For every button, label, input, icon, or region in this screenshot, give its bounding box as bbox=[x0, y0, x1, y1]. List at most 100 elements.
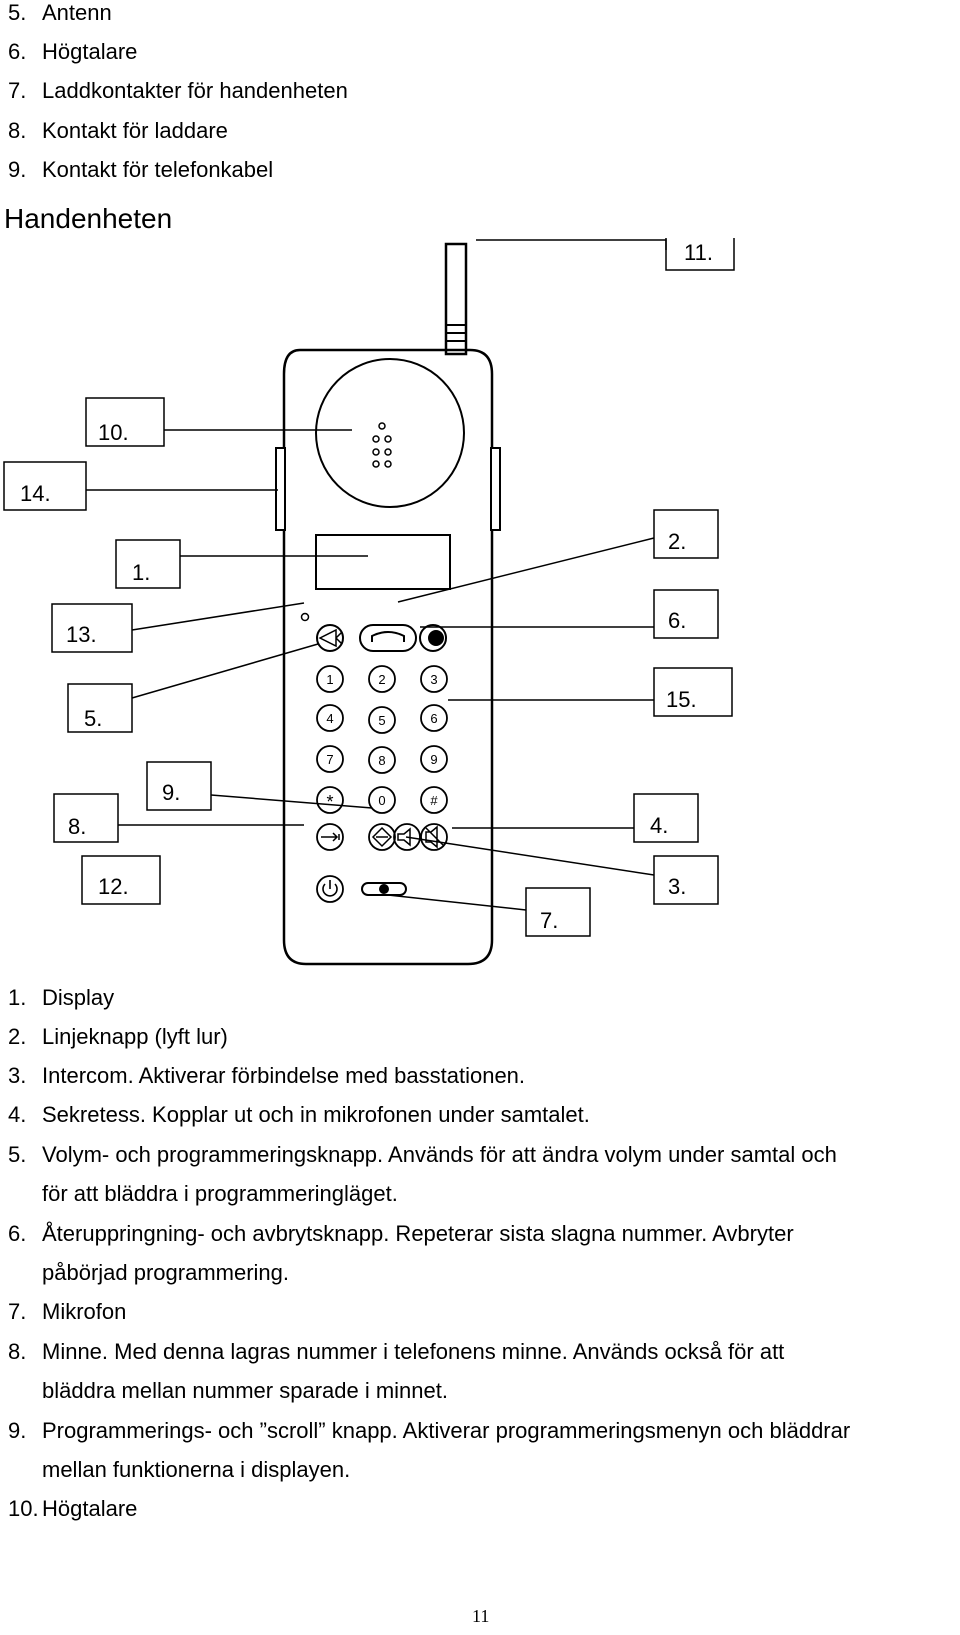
key-8[interactable] bbox=[368, 746, 396, 774]
item-text: Återuppringning- och avbrytsknapp. Repet… bbox=[42, 1221, 794, 1246]
callout-boxes bbox=[3, 238, 735, 937]
key-0-label: 0 bbox=[378, 793, 385, 808]
power-button[interactable] bbox=[316, 875, 344, 903]
list-item: 6. Återuppringning- och avbrytsknapp. Rep… bbox=[8, 1221, 794, 1247]
item-text: Mikrofon bbox=[42, 1299, 127, 1324]
item-text: Kontakt för telefonkabel bbox=[42, 157, 274, 182]
item-text: Linjeknapp (lyft lur) bbox=[42, 1024, 228, 1049]
item-number: 9. bbox=[8, 1418, 27, 1443]
item-number: 9. bbox=[8, 157, 27, 182]
callout-label-12: 12. bbox=[98, 874, 129, 899]
item-text: Intercom. Aktiverar förbindelse med bass… bbox=[42, 1063, 526, 1088]
key-6[interactable] bbox=[420, 704, 448, 732]
intercom-button[interactable] bbox=[393, 823, 421, 851]
leader-lines bbox=[86, 239, 667, 911]
line-button[interactable] bbox=[359, 624, 417, 652]
key-5[interactable] bbox=[368, 706, 396, 734]
list-item-continuation: för att bläddra i programmeringläget. bbox=[42, 1181, 398, 1206]
item-text: Programmerings- och ”scroll” knapp. Akti… bbox=[42, 1418, 851, 1443]
key-hash-label: # bbox=[430, 793, 438, 808]
key-5-label: 5 bbox=[378, 713, 385, 728]
callout-label-3: 3. bbox=[668, 874, 686, 899]
callout-label-14: 14. bbox=[20, 481, 51, 506]
list-item: 7. Laddkontakter för handenheten bbox=[8, 78, 348, 104]
callout-label-1: 1. bbox=[132, 560, 150, 585]
key-0[interactable] bbox=[368, 786, 396, 814]
item-text: Display bbox=[42, 985, 115, 1010]
list-item: 5.Antenn bbox=[8, 0, 112, 26]
microphone-hole bbox=[300, 612, 310, 622]
key-7-label: 7 bbox=[326, 752, 333, 767]
antenna-icon bbox=[444, 242, 468, 356]
key-7[interactable] bbox=[316, 745, 344, 773]
callout-label-13: 13. bbox=[66, 622, 97, 647]
list-item: 1.Display bbox=[8, 985, 114, 1011]
item-text: Laddkontakter för handenheten bbox=[42, 78, 348, 103]
keypad bbox=[316, 665, 448, 814]
item-text: Volym- och programmeringsknapp. Används … bbox=[42, 1142, 837, 1167]
callout-label-9: 9. bbox=[162, 780, 180, 805]
item-number: 5. bbox=[8, 1142, 27, 1167]
list-item: 9. Programmerings- och ”scroll” knapp. Ak… bbox=[8, 1418, 850, 1444]
list-item: 6.Högtalare bbox=[8, 39, 137, 65]
item-text: Antenn bbox=[42, 0, 112, 25]
list-item: 3. Intercom. Aktiverar förbindelse med ba… bbox=[8, 1063, 525, 1089]
item-number: 7. bbox=[8, 1299, 27, 1324]
callout-box-11 bbox=[665, 238, 735, 271]
item-text: Minne. Med denna lagras nummer i telefon… bbox=[42, 1339, 785, 1364]
key-1-label: 1 bbox=[326, 672, 333, 687]
callout-label-2: 2. bbox=[668, 529, 686, 554]
item-number: 4. bbox=[8, 1102, 27, 1127]
list-item: 10.Högtalare bbox=[8, 1496, 137, 1522]
callout-label-10: 10. bbox=[98, 420, 129, 445]
item-text: Högtalare bbox=[42, 39, 138, 64]
key-9[interactable] bbox=[420, 745, 448, 773]
callout-box-15 bbox=[653, 667, 733, 717]
list-item-continuation: bläddra mellan nummer sparade i minnet. bbox=[42, 1378, 448, 1403]
memory-button[interactable] bbox=[316, 823, 344, 851]
list-item: 8.Kontakt för laddare bbox=[8, 118, 228, 144]
display-screen bbox=[315, 534, 451, 590]
callout-box-13 bbox=[51, 603, 133, 653]
callout-label-5: 5. bbox=[84, 706, 102, 731]
list-item: 7. Mikrofon bbox=[8, 1299, 126, 1325]
callout-box-9 bbox=[146, 761, 212, 811]
key-star-label: * bbox=[326, 792, 333, 812]
item-number: 3. bbox=[8, 1063, 27, 1088]
mute-button[interactable] bbox=[420, 823, 448, 851]
item-number: 10. bbox=[8, 1496, 39, 1521]
microphone-icon bbox=[361, 882, 407, 896]
key-hash[interactable] bbox=[420, 786, 448, 814]
list-item-continuation: mellan funktionerna i displayen. bbox=[42, 1457, 351, 1482]
key-4-label: 4 bbox=[326, 711, 333, 726]
key-9-label: 9 bbox=[430, 752, 437, 767]
redial-cancel-button[interactable] bbox=[419, 624, 447, 652]
list-item: 9. Kontakt för telefonkabel bbox=[8, 157, 273, 183]
callout-label-15: 15. bbox=[666, 687, 697, 712]
key-6-label: 6 bbox=[430, 711, 437, 726]
callout-box-3 bbox=[653, 855, 719, 905]
callout-box-1 bbox=[115, 539, 181, 589]
item-text: Sekretess. Kopplar ut och in mikrofonen … bbox=[42, 1102, 590, 1127]
key-4[interactable] bbox=[316, 704, 344, 732]
callout-label-6: 6. bbox=[668, 608, 686, 633]
callout-box-4 bbox=[633, 793, 699, 843]
speaker-holes bbox=[372, 422, 392, 468]
key-1[interactable] bbox=[316, 665, 344, 693]
item-number: 8. bbox=[8, 1339, 27, 1364]
key-2-label: 2 bbox=[378, 672, 385, 687]
handset-diagram: 1 2 3 4 5 6 7 8 9 * 0 # bbox=[3, 238, 735, 966]
key-2[interactable] bbox=[368, 665, 396, 693]
key-star[interactable] bbox=[316, 786, 344, 814]
key-3-label: 3 bbox=[430, 672, 437, 687]
item-number: 7. bbox=[8, 78, 27, 103]
volume-program-button[interactable] bbox=[316, 624, 344, 652]
handset-outline bbox=[282, 348, 494, 966]
item-text: Högtalare bbox=[42, 1496, 138, 1521]
program-scroll-button[interactable] bbox=[368, 823, 396, 851]
page-number: 11 bbox=[472, 1606, 490, 1626]
item-number: 6. bbox=[8, 1221, 27, 1246]
list-item: 8. Minne. Med denna lagras nummer i telef… bbox=[8, 1339, 784, 1365]
key-3[interactable] bbox=[420, 665, 448, 693]
callout-box-10 bbox=[85, 397, 165, 447]
